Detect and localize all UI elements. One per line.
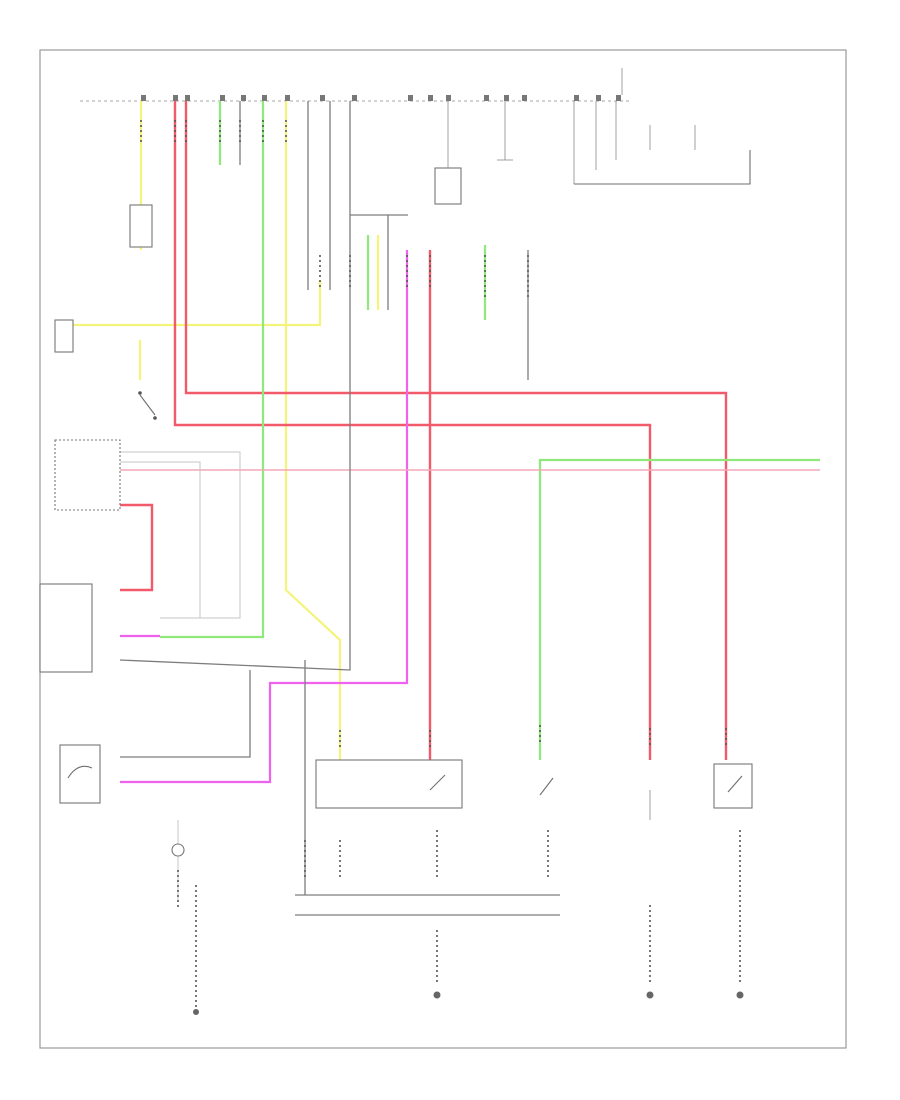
small-lamp: [171, 843, 185, 857]
combination-switch: [54, 319, 74, 353]
magenta-wires: [120, 250, 409, 784]
light-wires: [120, 451, 241, 900]
hazard-relay: [434, 101, 462, 205]
rear-view-switch: [59, 744, 101, 804]
right-rear-lamp: [713, 763, 753, 809]
connector-dashes: [140, 120, 741, 1010]
combination-switch-lower: [54, 439, 121, 511]
green-wires: [160, 101, 820, 760]
control-module: [39, 583, 93, 673]
lamp-switch: [138, 391, 157, 420]
yellow-wires: [70, 101, 380, 760]
fuse-terminals: [141, 95, 621, 101]
black-wires: [119, 101, 560, 916]
fuse-box: [80, 95, 630, 102]
front-combo-lamp-box: [315, 759, 463, 809]
back-door-switch: [539, 777, 554, 796]
diagram-frame: [39, 49, 847, 1049]
red-wires: [120, 101, 728, 760]
ground-points: [193, 991, 744, 1015]
left-joint-lamp: [129, 204, 153, 248]
turn-relay: [497, 101, 513, 161]
top-right-feeds: [573, 68, 751, 185]
